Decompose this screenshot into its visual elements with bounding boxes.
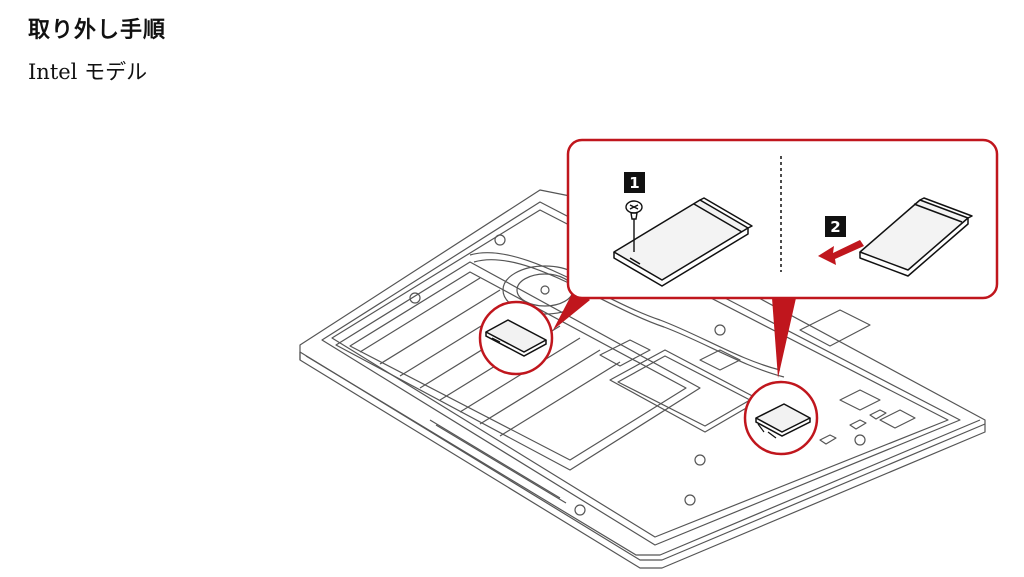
pull-arrow-icon bbox=[818, 240, 864, 265]
model-subtitle: Intel モデル bbox=[28, 60, 148, 84]
step-2-number: 2 bbox=[830, 218, 840, 236]
step-2-card bbox=[859, 197, 973, 277]
screw-icon bbox=[625, 200, 643, 252]
step-2-label: 2 bbox=[825, 216, 846, 237]
step-1-label: 1 bbox=[624, 172, 645, 193]
step-1-card bbox=[613, 197, 753, 287]
right-zoom-circle bbox=[743, 380, 819, 456]
detail-inset-panel: 1 2 bbox=[566, 138, 999, 300]
page-title: 取り外し手順 bbox=[28, 18, 167, 43]
left-zoom-circle bbox=[478, 300, 554, 376]
step-1-number: 1 bbox=[629, 174, 639, 192]
laptop-bottom-chassis bbox=[299, 189, 986, 569]
